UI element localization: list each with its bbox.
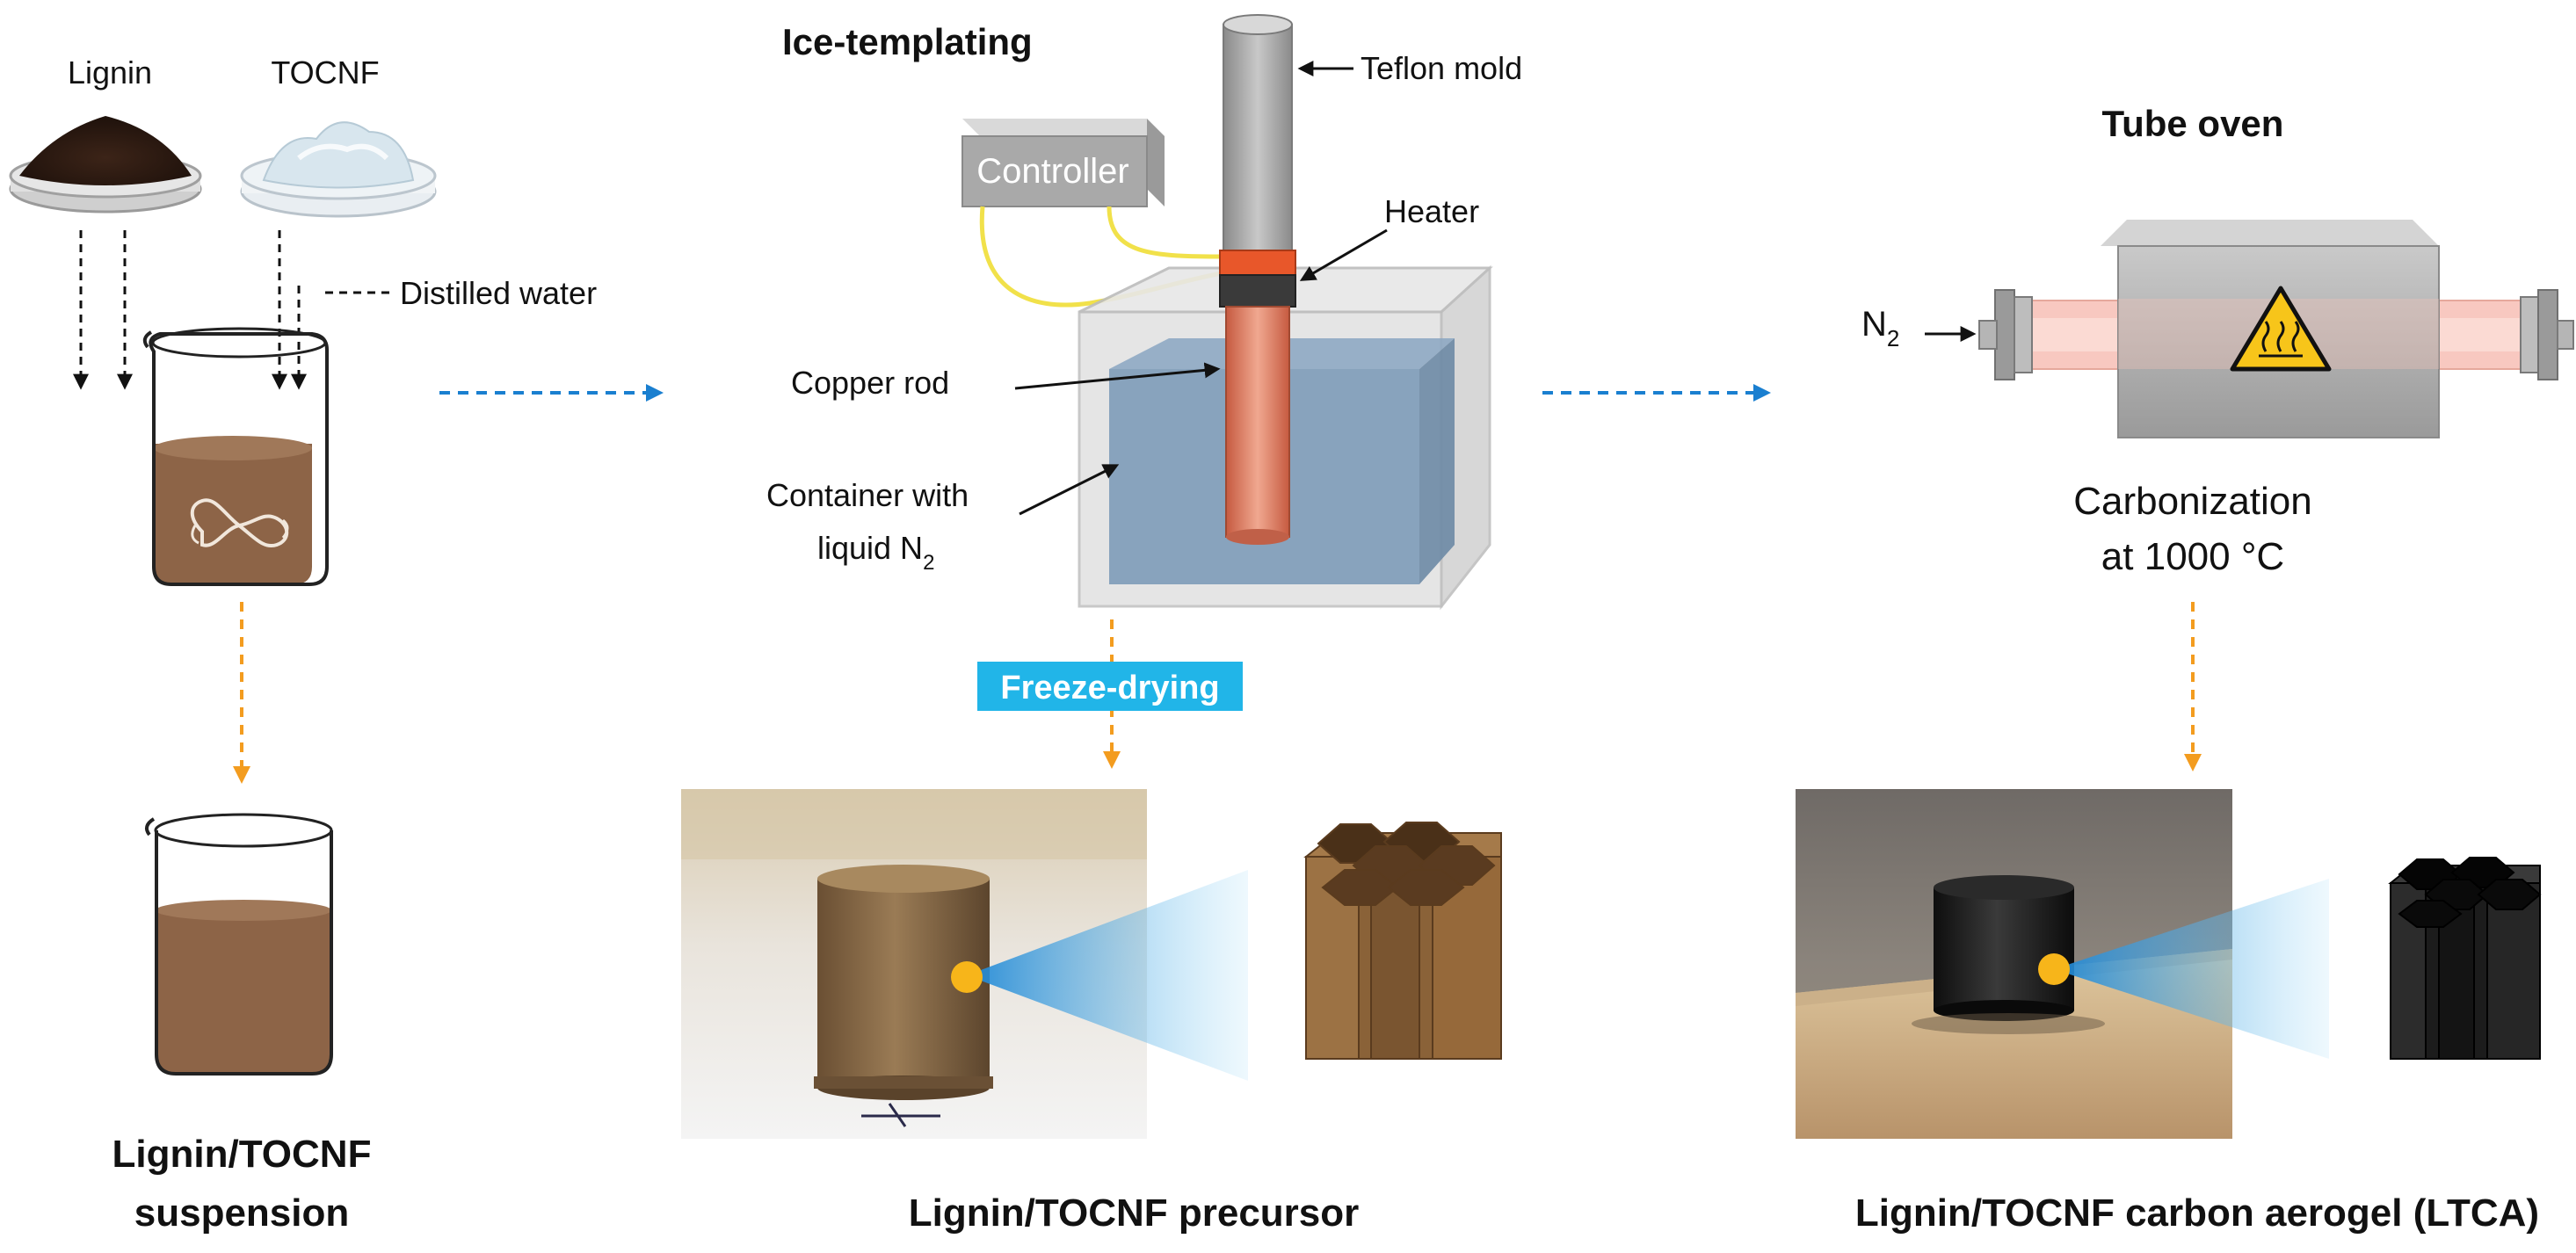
carbonization-line1: Carbonization bbox=[2073, 480, 2312, 523]
tube-oven-title: Tube oven bbox=[2102, 103, 2284, 144]
container-label-line2: liquid N2 bbox=[817, 530, 934, 575]
suspension-beaker bbox=[144, 813, 333, 1076]
precursor-honeycomb bbox=[1303, 822, 1502, 1060]
controller-box bbox=[961, 119, 1165, 207]
aerogel-zoom-beam bbox=[2054, 879, 2329, 1059]
distilled-water-label: Distilled water bbox=[400, 275, 597, 311]
hot-surface-warning-icon bbox=[2230, 286, 2332, 372]
aerogel-honeycomb bbox=[2388, 857, 2542, 1060]
precursor-zoom-beam bbox=[967, 870, 1248, 1081]
aerogel-photo bbox=[1796, 789, 2232, 1139]
mixing-beaker bbox=[142, 327, 329, 586]
freeze-drying-label: Freeze-drying bbox=[1000, 670, 1219, 706]
freeze-drying-badge bbox=[977, 662, 1243, 711]
teflon-mold-label: Teflon mold bbox=[1361, 50, 1522, 86]
precursor-title: Lignin/TOCNF precursor bbox=[909, 1191, 1360, 1235]
heater-band bbox=[1219, 250, 1296, 276]
tocnf-label: TOCNF bbox=[271, 54, 379, 91]
container-label-line1: Container with bbox=[766, 477, 969, 513]
lignin-label: Lignin bbox=[68, 54, 152, 91]
aerogel-title: Lignin/TOCNF carbon aerogel (LTCA) bbox=[1855, 1191, 2539, 1235]
controller-label: Controller bbox=[976, 152, 1128, 191]
lignin-dish bbox=[9, 116, 202, 214]
pointer-lines bbox=[1014, 61, 1388, 516]
tube-oven bbox=[1978, 220, 2574, 438]
precursor-zoom-dot bbox=[951, 961, 983, 993]
ice-templating-title: Ice-templating bbox=[782, 21, 1033, 62]
heater-label: Heater bbox=[1384, 193, 1479, 229]
suspension-title-line1: Lignin/TOCNF bbox=[112, 1133, 372, 1176]
carbonization-line2: at 1000 °C bbox=[2101, 535, 2284, 578]
aerogel-zoom-dot bbox=[2038, 953, 2070, 985]
suspension-title-line2: suspension bbox=[134, 1191, 350, 1235]
copper-rod bbox=[1225, 306, 1290, 538]
input-arrows bbox=[73, 230, 391, 390]
teflon-mold bbox=[1223, 24, 1293, 258]
copper-rod-label: Copper rod bbox=[791, 365, 949, 401]
tocnf-dish bbox=[240, 121, 437, 218]
n2-inlet-label: N2 bbox=[1861, 305, 1899, 351]
